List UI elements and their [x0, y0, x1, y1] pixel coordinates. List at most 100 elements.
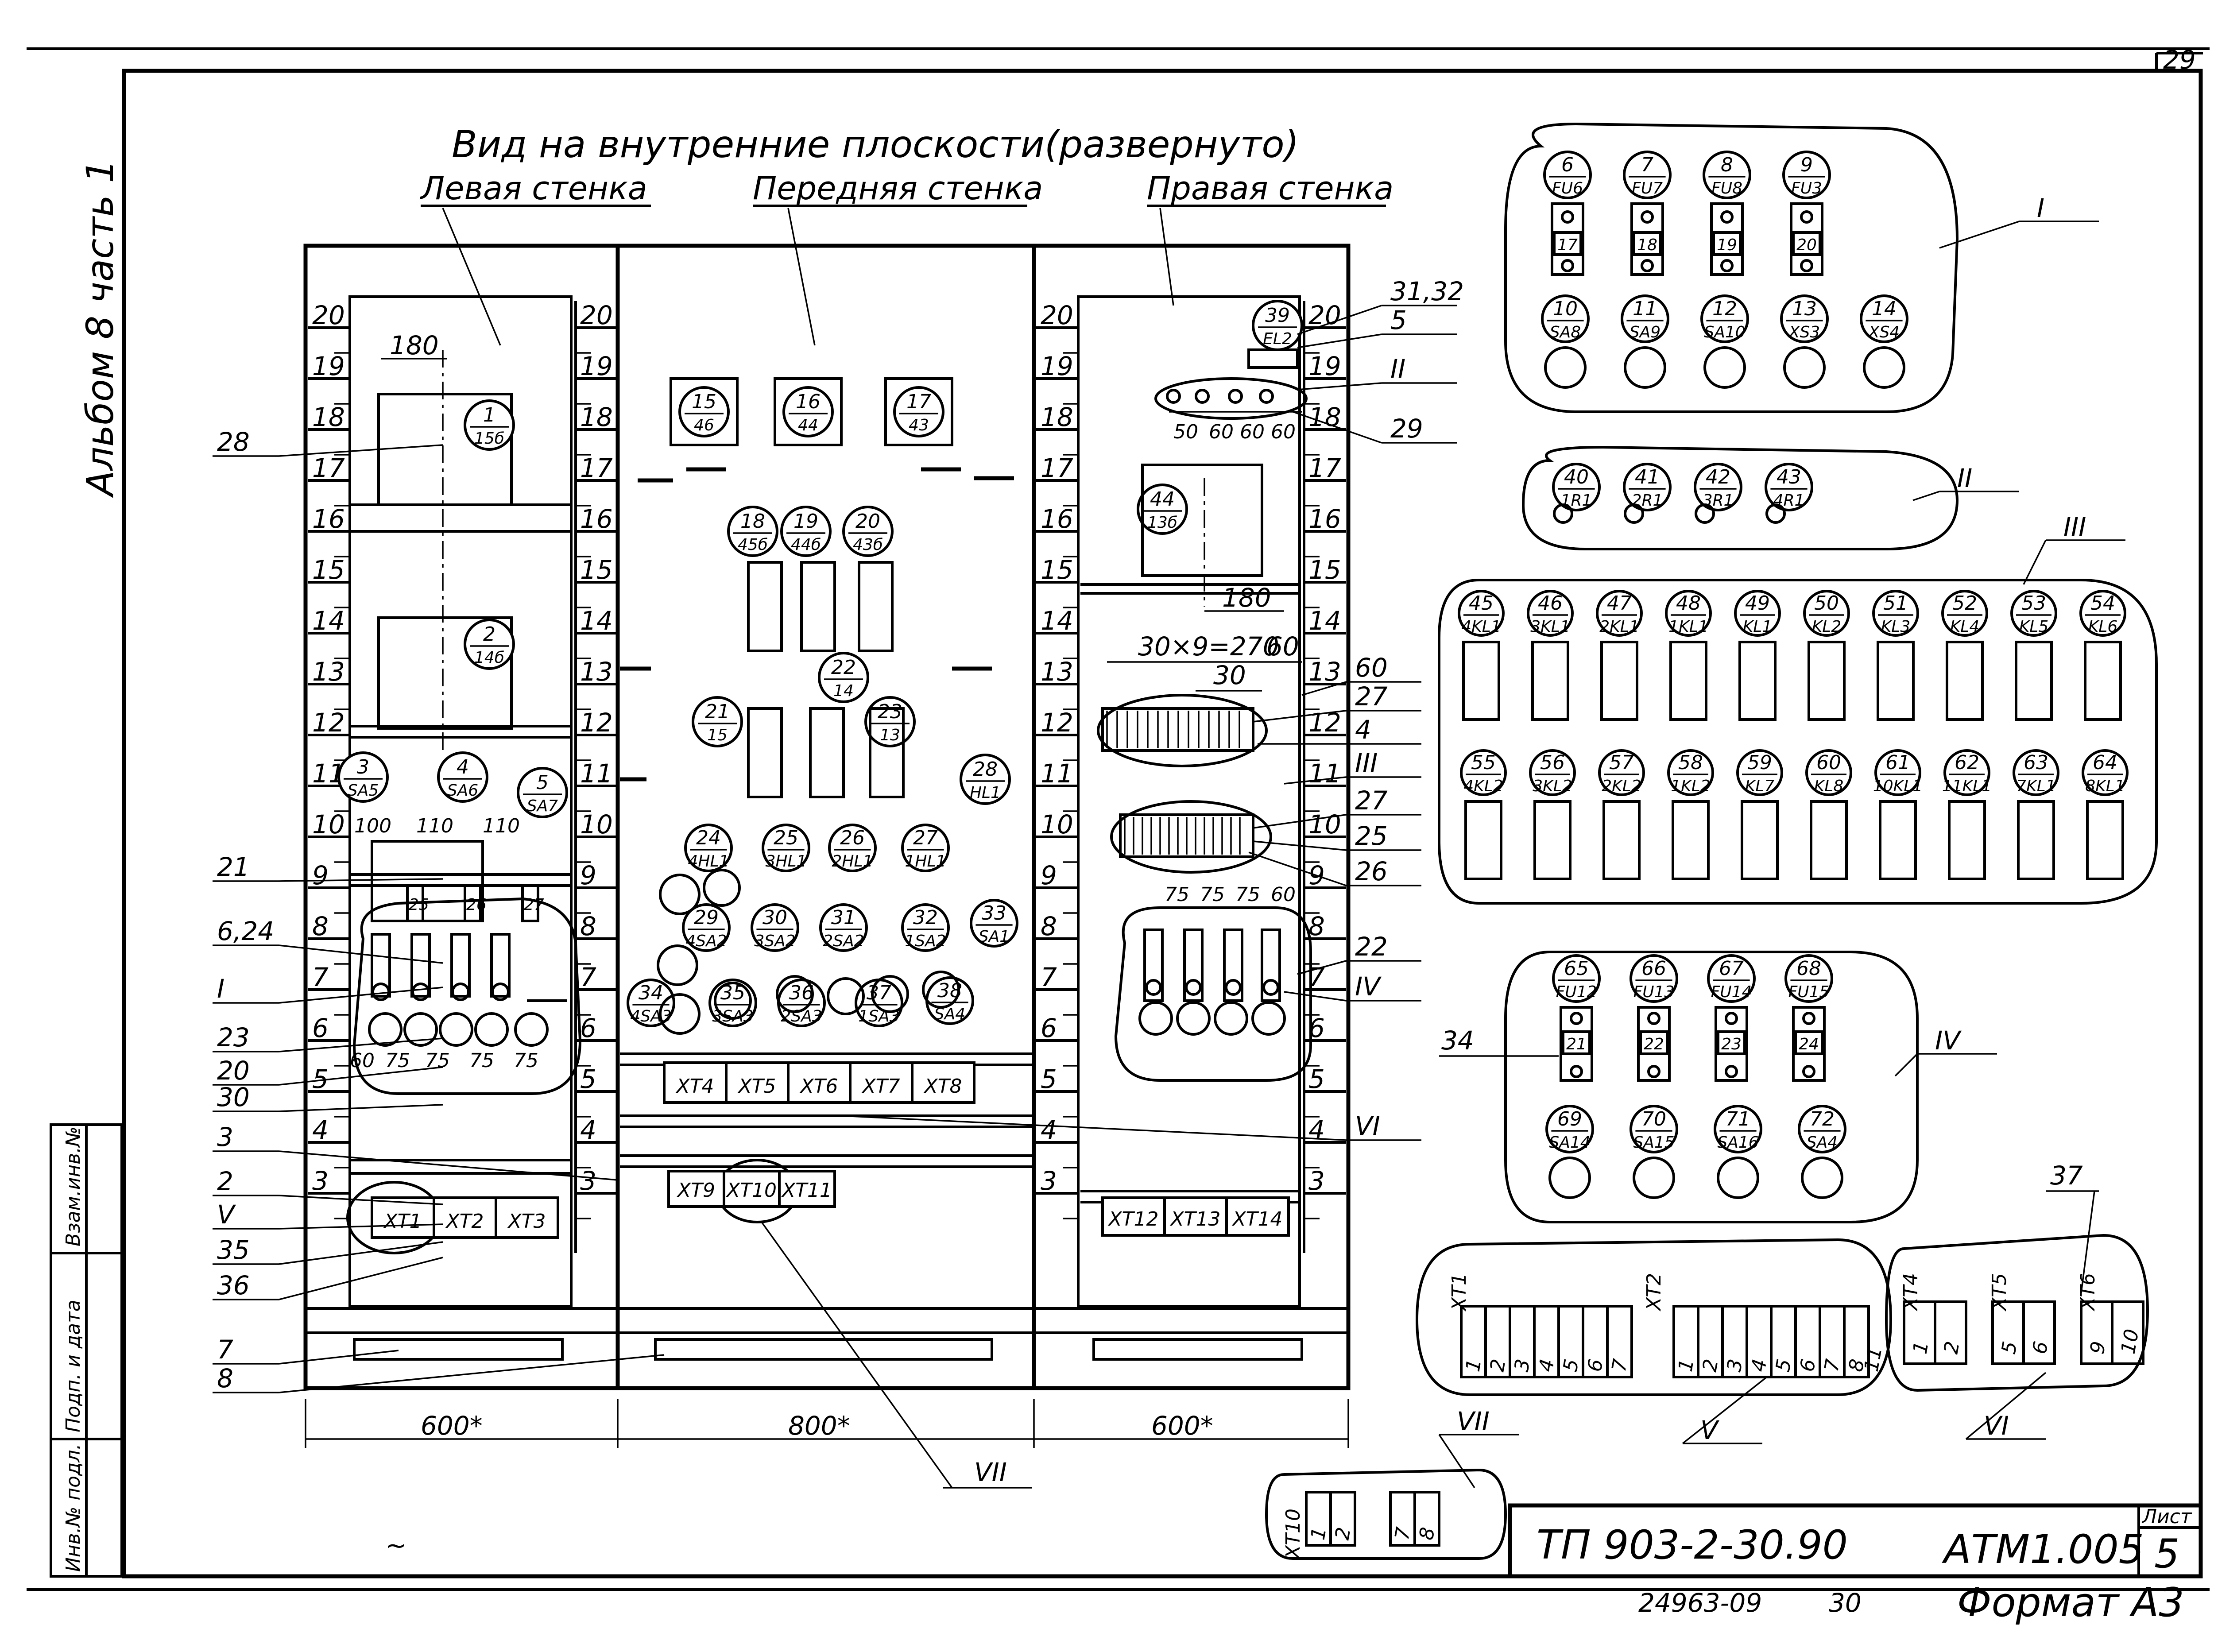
scale-label: 9: [1041, 860, 1057, 890]
scale-label: 6: [1041, 1013, 1057, 1043]
callout-top: 8: [1721, 154, 1733, 176]
dim-75-c: 75: [469, 1049, 494, 1072]
detail-label-text: III: [2063, 512, 2086, 542]
detail-label: VI: [1965, 1372, 2047, 1441]
scale-label: 3: [1041, 1166, 1057, 1196]
leader-callouts: 28216,24I23203032V35367831,325II2960274I…: [213, 276, 1464, 1489]
callout-bottom: 4SA2: [685, 932, 727, 950]
leader-left: 3: [213, 1122, 618, 1181]
leader-label: IV: [1355, 971, 1382, 1002]
callout-top: 33: [982, 902, 1006, 925]
detail-label-text: VII: [1457, 1406, 1490, 1436]
sheet-code: АТМ1.005: [1942, 1526, 2144, 1573]
callout-top: 18: [740, 510, 765, 533]
terminal-block-front-a: XT5: [725, 1061, 790, 1104]
scale-label: 5: [1041, 1064, 1057, 1094]
scale-label: 9: [312, 860, 329, 890]
strip-number: 5: [1997, 1339, 2022, 1355]
callout-bottom: 13б: [1147, 514, 1177, 532]
detail-label-text: II: [1957, 463, 1972, 493]
format-label: Формат А3: [1957, 1579, 2184, 1626]
callout-top: 12: [1712, 298, 1737, 320]
scale-label: 3: [580, 1166, 596, 1196]
leader-label: 8: [217, 1363, 233, 1393]
strip-number: 3: [1510, 1357, 1535, 1373]
footer: 24963-09 30 Формат А3: [1638, 1579, 2184, 1626]
scale-label: 20: [312, 300, 345, 330]
callout-bottom: 44б: [791, 536, 821, 554]
leader-label: 25: [1355, 821, 1388, 851]
scale-label: 12: [312, 708, 345, 738]
callout-top: 30: [763, 906, 787, 929]
scale-label: 10: [1041, 809, 1073, 840]
leader-left: 28: [213, 427, 443, 457]
dim-75-r2: 75: [1200, 883, 1225, 906]
callout-top: 43: [1777, 466, 1801, 488]
callout-bottom: 15: [707, 726, 728, 744]
scale-label: 8: [312, 911, 329, 941]
detail-label-text: VI: [1984, 1411, 2009, 1441]
detail-label: III: [2023, 512, 2125, 585]
scale-label: 15: [1041, 555, 1073, 585]
detail-label-text: IV: [1935, 1025, 1962, 1056]
leader-right: 29: [1293, 411, 1457, 444]
footer-page: 30: [1829, 1588, 1862, 1618]
dim-60-r: 60: [1271, 883, 1296, 906]
panel-frames: [303, 244, 1351, 1390]
width-right: 600*: [1151, 1411, 1213, 1441]
dim-110-a: 110: [416, 815, 453, 837]
scale-label: 17: [580, 453, 613, 483]
strip-number: 9: [2086, 1339, 2110, 1355]
leader-label: 21: [217, 852, 250, 882]
callout-top: 6: [1561, 154, 1574, 176]
scale-label: 15: [312, 555, 345, 585]
scale-label: 8: [1041, 911, 1057, 941]
callout-bottom: 2HL1: [832, 852, 873, 870]
callout-top: 63: [2024, 751, 2048, 774]
album-label: Альбом 8 часть 1: [78, 159, 122, 498]
detail-VI-callout: 37: [2046, 1161, 2099, 1293]
strip-label: XT10: [1282, 1509, 1304, 1559]
strip-number: 7: [1391, 1525, 1415, 1541]
strip-number: 6: [1796, 1357, 1820, 1373]
scale-label: 3: [312, 1166, 329, 1196]
leader-label: 28: [217, 427, 250, 457]
callout-top: 7: [1641, 154, 1653, 176]
scale-label: 7: [580, 962, 596, 992]
dim-180-right: 180: [1222, 583, 1271, 613]
scale-label: 20: [1308, 300, 1341, 330]
leader-label: 36: [217, 1270, 250, 1300]
leader-label: 20: [217, 1056, 250, 1086]
scale-label: 9: [580, 860, 596, 890]
leader-right: 27: [1253, 681, 1421, 723]
leader-label: 4: [1355, 715, 1371, 745]
detail-label: I: [1939, 193, 2099, 249]
width-left: 600*: [421, 1411, 483, 1441]
callout-top: 62: [1955, 751, 1979, 774]
callout-bottom: 2R1: [1632, 491, 1663, 510]
leader-label: 7: [217, 1335, 233, 1365]
callout-top: 39: [1265, 304, 1290, 327]
callout-top: 37: [867, 982, 891, 1004]
callout-top: 55: [1471, 751, 1496, 774]
terminal-label: XT4: [675, 1075, 714, 1098]
callout-bottom: 15б: [474, 429, 504, 448]
callout-bottom: 1KL2: [1671, 777, 1710, 795]
